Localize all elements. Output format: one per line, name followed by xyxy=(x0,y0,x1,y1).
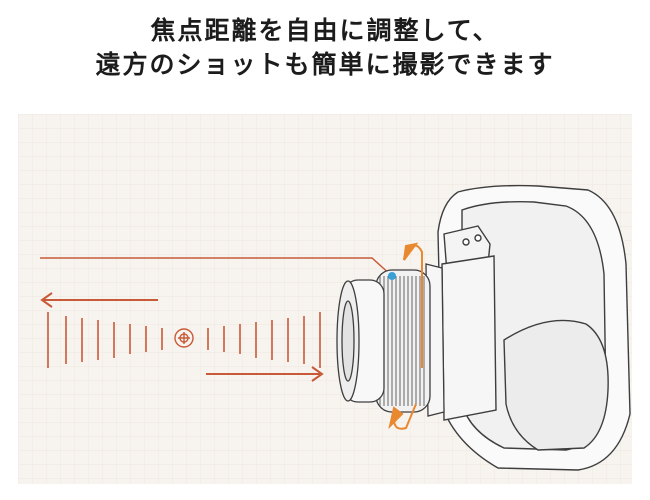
camera-body xyxy=(437,184,631,471)
focus-reference-line xyxy=(40,257,393,277)
right-arrow xyxy=(206,366,324,382)
target-icon xyxy=(174,328,194,348)
zoom-lens xyxy=(336,263,445,417)
headline: 焦点距離を自由に調整して、 遠方のショットも簡単に撮影できます xyxy=(0,14,650,82)
headline-line-1: 焦点距離を自由に調整して、 xyxy=(150,16,500,45)
focus-point-dot xyxy=(388,272,396,280)
distance-scale xyxy=(47,312,321,368)
headline-line-2: 遠方のショットも簡単に撮影できます xyxy=(95,50,555,79)
rotation-arrow xyxy=(388,242,423,430)
left-arrow xyxy=(40,292,158,308)
camera-lens-illustration xyxy=(18,114,632,484)
